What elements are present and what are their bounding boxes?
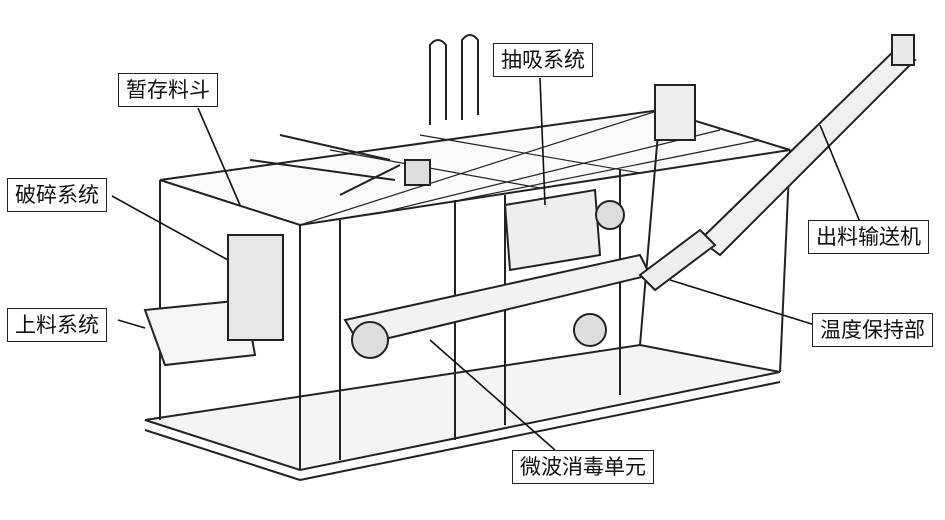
label-crusher-system: 破碎系统	[7, 178, 107, 212]
label-microwave-unit: 微波消毒单元	[512, 450, 654, 484]
frame-post	[639, 109, 661, 346]
lift-handle	[429, 39, 447, 125]
label-temp-hopper: 暂存料斗	[118, 73, 218, 107]
motor	[351, 321, 389, 359]
exhaust-duct	[654, 84, 696, 141]
label-suction-system: 抽吸系统	[493, 43, 593, 77]
suction-unit	[503, 188, 602, 272]
leader-line	[117, 319, 146, 329]
temp-hold-pipe	[638, 228, 717, 292]
label-feeding-system: 上料系统	[7, 308, 107, 342]
leader-line	[539, 77, 546, 206]
base-skid	[144, 343, 781, 472]
crusher-body	[227, 234, 284, 341]
motor	[573, 313, 607, 347]
leader-line	[429, 339, 556, 451]
leader-line	[197, 107, 241, 206]
motor	[595, 200, 625, 230]
leader-line	[669, 279, 816, 326]
label-temperature-hold: 温度保持部	[812, 313, 933, 347]
label-discharge-conveyor: 出料输送机	[808, 220, 929, 254]
lift-handle	[461, 34, 479, 120]
leader-line	[111, 195, 229, 261]
leader-line	[819, 124, 861, 223]
